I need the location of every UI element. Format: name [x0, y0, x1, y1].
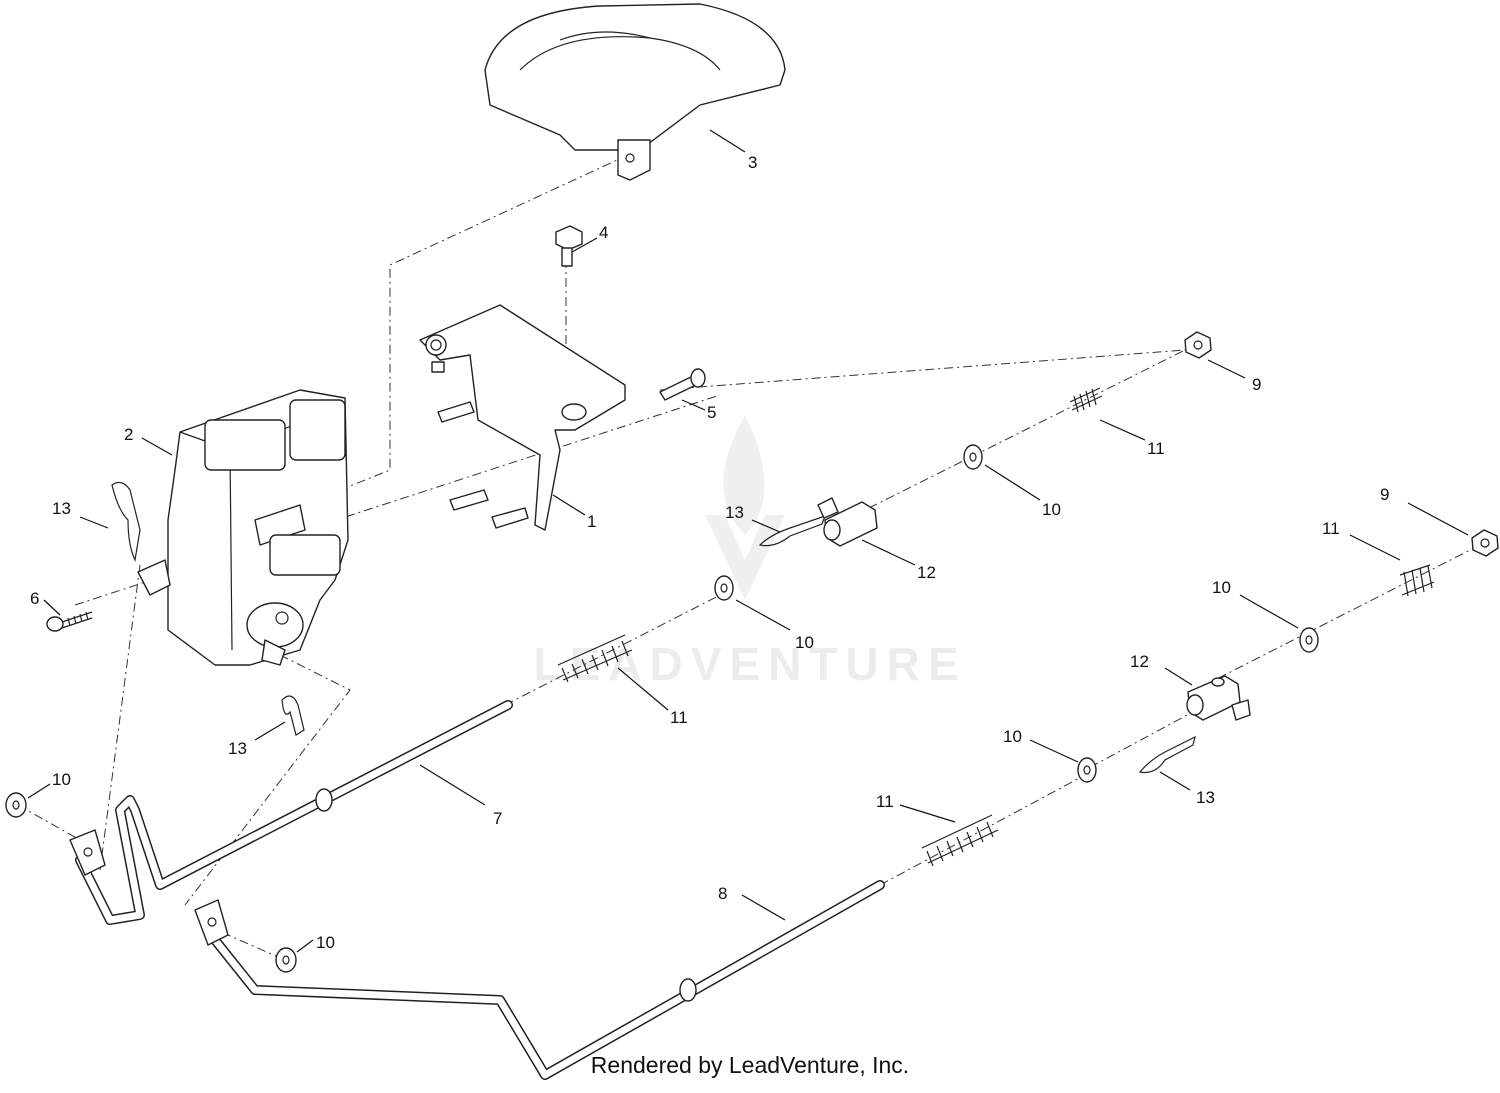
callout-12-center: 12 [917, 563, 936, 582]
part-8-rod[interactable] [194, 880, 885, 1080]
part-12-trunnion-b[interactable] [1186, 675, 1251, 721]
part-3-cover[interactable] [484, 3, 786, 181]
render-credit: Rendered by LeadVenture, Inc. [590, 1052, 910, 1078]
part-10-washer-a[interactable] [963, 444, 983, 470]
part-7-rod[interactable] [69, 700, 513, 925]
callout-7: 7 [493, 809, 502, 828]
part-11-spring-c[interactable] [557, 634, 633, 683]
callout-12-right: 12 [1130, 652, 1149, 671]
callout-10-left: 10 [52, 770, 71, 789]
part-2-control-module[interactable] [137, 389, 349, 666]
callout-13-center: 13 [725, 503, 744, 522]
part-10-washer-d[interactable] [1077, 757, 1097, 783]
part-11-spring-a[interactable] [1069, 387, 1103, 413]
callout-13-lower: 13 [228, 739, 247, 758]
part-13-clip-b[interactable] [281, 695, 305, 736]
callout-3: 3 [748, 153, 757, 172]
callout-9-right: 9 [1380, 485, 1389, 504]
callout-4: 4 [599, 223, 608, 242]
callout-11-right: 11 [1322, 519, 1340, 538]
callout-10-center: 10 [795, 633, 814, 652]
part-10-washer-e[interactable] [5, 792, 27, 818]
callout-10-lower-right: 10 [1003, 727, 1022, 746]
part-5-pin[interactable] [659, 368, 706, 401]
part-11-spring-b[interactable] [1399, 564, 1435, 597]
callout-10-right: 10 [1212, 578, 1231, 597]
callout-13-right: 13 [1196, 788, 1215, 807]
part-4-bolt[interactable] [555, 225, 583, 267]
part-9-nut-b[interactable] [1471, 529, 1499, 557]
callout-10-bottom: 10 [316, 933, 335, 952]
watermark-text: LEADVENTURE [533, 638, 966, 690]
callout-9-upper: 9 [1252, 375, 1261, 394]
part-9-nut-a[interactable] [1184, 331, 1212, 359]
callout-11-center: 11 [670, 708, 688, 727]
watermark-flame-icon [723, 415, 765, 535]
watermark: LEADVENTURE [533, 415, 966, 690]
part-11-spring-d[interactable] [921, 814, 999, 867]
part-10-washer-f[interactable] [275, 947, 297, 973]
callouts: 3 4 5 2 1 9 11 10 13 12 9 11 10 13 6 10 … [30, 153, 1389, 952]
part-12-trunnion-a[interactable] [817, 497, 878, 547]
callout-11-lower: 11 [876, 792, 894, 811]
watermark-v-icon [705, 515, 785, 600]
part-10-washer-b[interactable] [714, 575, 734, 601]
callout-1: 1 [587, 512, 596, 531]
part-13-clip-c[interactable] [758, 515, 827, 547]
callout-10-upper: 10 [1042, 500, 1061, 519]
leader-lines [27, 129, 1469, 953]
callout-8: 8 [718, 884, 727, 903]
callout-5: 5 [707, 403, 716, 422]
part-6-screw[interactable] [46, 611, 93, 632]
part-13-clip-a[interactable] [111, 481, 141, 563]
alignment-lines [17, 154, 1481, 961]
callout-11-upper: 11 [1147, 439, 1165, 458]
callout-2: 2 [124, 425, 133, 444]
part-10-washer-c[interactable] [1299, 627, 1319, 653]
callout-13-left: 13 [52, 499, 71, 518]
part-13-clip-d[interactable] [1138, 735, 1196, 774]
part-1-bracket[interactable] [419, 304, 626, 531]
callout-6: 6 [30, 589, 39, 608]
